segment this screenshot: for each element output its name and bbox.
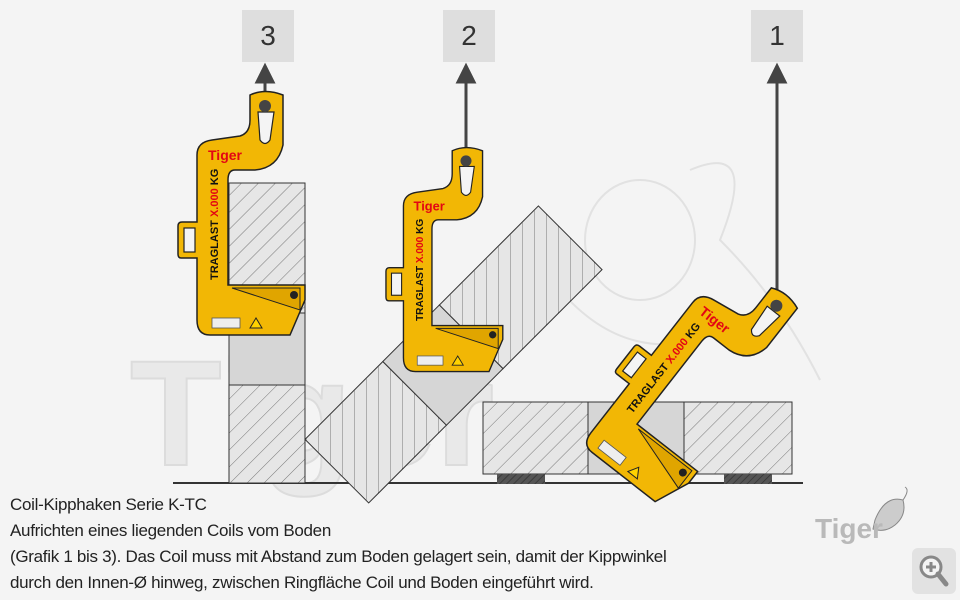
arrow-up-icon	[455, 62, 477, 84]
caption-title: Coil-Kipphaken Serie K-TC	[10, 495, 207, 514]
step-label-1: 1	[751, 10, 803, 62]
arrow-up-icon	[254, 62, 276, 84]
tiger-logo: Tiger	[815, 485, 910, 545]
coil-hook-step-3: Tiger TRAGLAST X.000 KG	[177, 90, 306, 336]
caption-subtitle: Aufrichten eines liegenden Coils vom Bod…	[10, 521, 331, 540]
hook-capacity: TRAGLAST X.000 KG	[415, 219, 426, 321]
step-label-3: 3	[242, 10, 294, 62]
zoom-button[interactable]	[912, 548, 956, 594]
hook-capacity: TRAGLAST X.000 KG	[209, 169, 221, 280]
hook-brand: Tiger	[208, 147, 243, 163]
zoom-in-icon	[919, 555, 949, 587]
caption: Coil-Kipphaken Serie K-TC Aufrichten ein…	[10, 492, 667, 596]
step-label-2: 2	[443, 10, 495, 62]
logo-text: Tiger	[815, 513, 883, 544]
arrow-up-icon	[766, 62, 788, 84]
support-block	[497, 474, 545, 484]
caption-line: durch den Innen-Ø hinweg, zwischen Ringf…	[10, 573, 594, 592]
caption-line: (Grafik 1 bis 3). Das Coil muss mit Abst…	[10, 547, 667, 566]
coil-hook-step-2: Tiger TRAGLAST X.000 KG	[385, 146, 504, 373]
tiger-icon	[872, 486, 908, 531]
hook-brand: Tiger	[414, 199, 445, 214]
support-block	[724, 474, 772, 484]
